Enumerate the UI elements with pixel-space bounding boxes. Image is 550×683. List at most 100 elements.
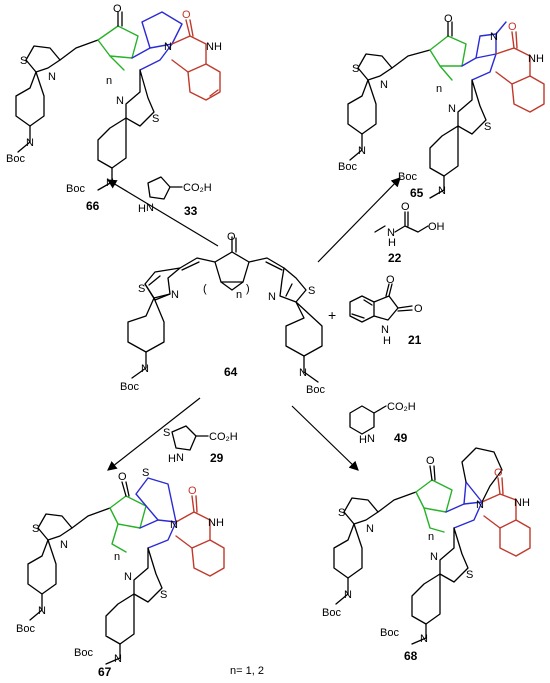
c64-Boc-left: Boc	[120, 381, 139, 393]
c68-N-pip: N	[344, 589, 352, 601]
c65-N-1: N	[380, 79, 388, 91]
c67-n: n	[114, 551, 120, 563]
c21-H: H	[383, 335, 391, 347]
compound-68	[333, 447, 531, 645]
c68-Boc-1: Boc	[322, 607, 341, 619]
c64-N-right: N	[268, 291, 276, 303]
compound-49	[349, 405, 387, 435]
c64-O: O	[227, 231, 236, 243]
c64-S-left: S	[138, 283, 145, 295]
c22-N: N	[387, 227, 395, 239]
c66-N-1: N	[48, 71, 56, 83]
c65-N-pyrr: N	[490, 31, 498, 43]
c64-N-left: N	[171, 289, 179, 301]
c65-N-2: N	[448, 103, 456, 115]
arrow-to-68	[291, 405, 359, 471]
c64-bracket-r: )	[246, 283, 250, 295]
compound-64	[127, 236, 323, 383]
label-22: 22	[388, 251, 402, 265]
c67-O-ketone: O	[118, 471, 127, 483]
c65-NH: NH	[528, 53, 544, 65]
c67-N-pip-2: N	[114, 653, 122, 665]
c68-O-ketone: O	[426, 455, 435, 467]
c49-N: N	[367, 433, 375, 445]
label-21: 21	[408, 333, 422, 347]
c67-S-2: S	[160, 589, 167, 601]
c65-N-pip: N	[358, 145, 366, 157]
c65-O-ketone: O	[444, 13, 453, 25]
label-66: 66	[86, 199, 100, 213]
arrow-to-67	[107, 397, 201, 471]
c66-Boc-1: Boc	[6, 153, 25, 165]
c65-S-2: S	[484, 121, 491, 133]
c65-Boc-2: Boc	[398, 171, 417, 183]
c66-O-oxindole: O	[182, 9, 191, 21]
c68-n: n	[428, 531, 434, 543]
c49-H: H	[359, 434, 367, 446]
c29-S: S	[163, 427, 170, 439]
compound-29	[171, 425, 209, 451]
c64-N-pip-left: N	[141, 363, 149, 375]
c64-bracket: (	[203, 283, 207, 295]
compound-33	[147, 176, 183, 200]
c64-N-pip-right: N	[299, 367, 307, 379]
label-68: 68	[404, 649, 418, 663]
c67-Boc-2: Boc	[74, 647, 93, 659]
c68-N-pyrr: N	[476, 499, 484, 511]
label-29: 29	[210, 451, 224, 465]
c68-S-2: S	[466, 569, 473, 581]
c64-Boc-right: Boc	[306, 384, 325, 396]
c67-O-oxindole: O	[188, 485, 197, 497]
c22-H: H	[388, 237, 396, 249]
label-33: 33	[184, 204, 198, 218]
label-65: 65	[410, 186, 424, 200]
c66-O-ketone: O	[113, 3, 122, 15]
c22-O: O	[401, 201, 410, 213]
arrow-to-65	[317, 177, 401, 263]
c66-NH: NH	[206, 41, 222, 53]
c68-N-2: N	[430, 551, 438, 563]
label-67: 67	[98, 665, 112, 679]
compound-67	[27, 477, 225, 665]
c29-CO2H: CO₂H	[209, 431, 238, 443]
c29-N: N	[176, 452, 184, 464]
c33-H: H	[138, 203, 146, 215]
c67-Boc-1: Boc	[16, 623, 35, 635]
arrow-to-66	[106, 179, 219, 247]
c65-N-pip-2: N	[438, 185, 446, 197]
compound-22	[374, 211, 429, 233]
c68-N-1: N	[366, 523, 374, 535]
c67-N-pip: N	[38, 605, 46, 617]
c68-O-oxindole: O	[494, 467, 503, 479]
c68-S-1: S	[338, 507, 345, 519]
n-values-note: n= 1, 2	[230, 665, 264, 677]
c67-S-ring: S	[142, 467, 149, 479]
c66-N-2: N	[116, 95, 124, 107]
c21-O-top: O	[386, 274, 395, 286]
c65-Boc-1: Boc	[338, 161, 357, 173]
c66-n: n	[106, 75, 112, 87]
compound-66	[15, 11, 221, 191]
c67-N-1: N	[60, 539, 68, 551]
c65-O-oxindole: O	[508, 21, 517, 33]
c67-N-pyrr: N	[170, 519, 178, 531]
c21-N: N	[381, 324, 389, 336]
label-64: 64	[224, 365, 238, 379]
c66-N-pyrr: N	[164, 41, 172, 53]
c66-N-pip: N	[26, 137, 34, 149]
compound-65	[347, 21, 545, 199]
c29-H: H	[168, 453, 176, 465]
c68-N-pip-2: N	[420, 633, 428, 645]
c66-S-1: S	[20, 55, 27, 67]
c66-N-pip-2: N	[106, 177, 114, 189]
c66-Boc-2: Boc	[66, 183, 85, 195]
c67-NH: NH	[208, 517, 224, 529]
compound-21	[349, 283, 413, 323]
c68-NH: NH	[514, 497, 530, 509]
c65-n: n	[436, 83, 442, 95]
c21-O-right: O	[414, 303, 423, 315]
c64-S-right: S	[308, 285, 315, 297]
c67-N-2: N	[124, 571, 132, 583]
label-49: 49	[394, 431, 408, 445]
